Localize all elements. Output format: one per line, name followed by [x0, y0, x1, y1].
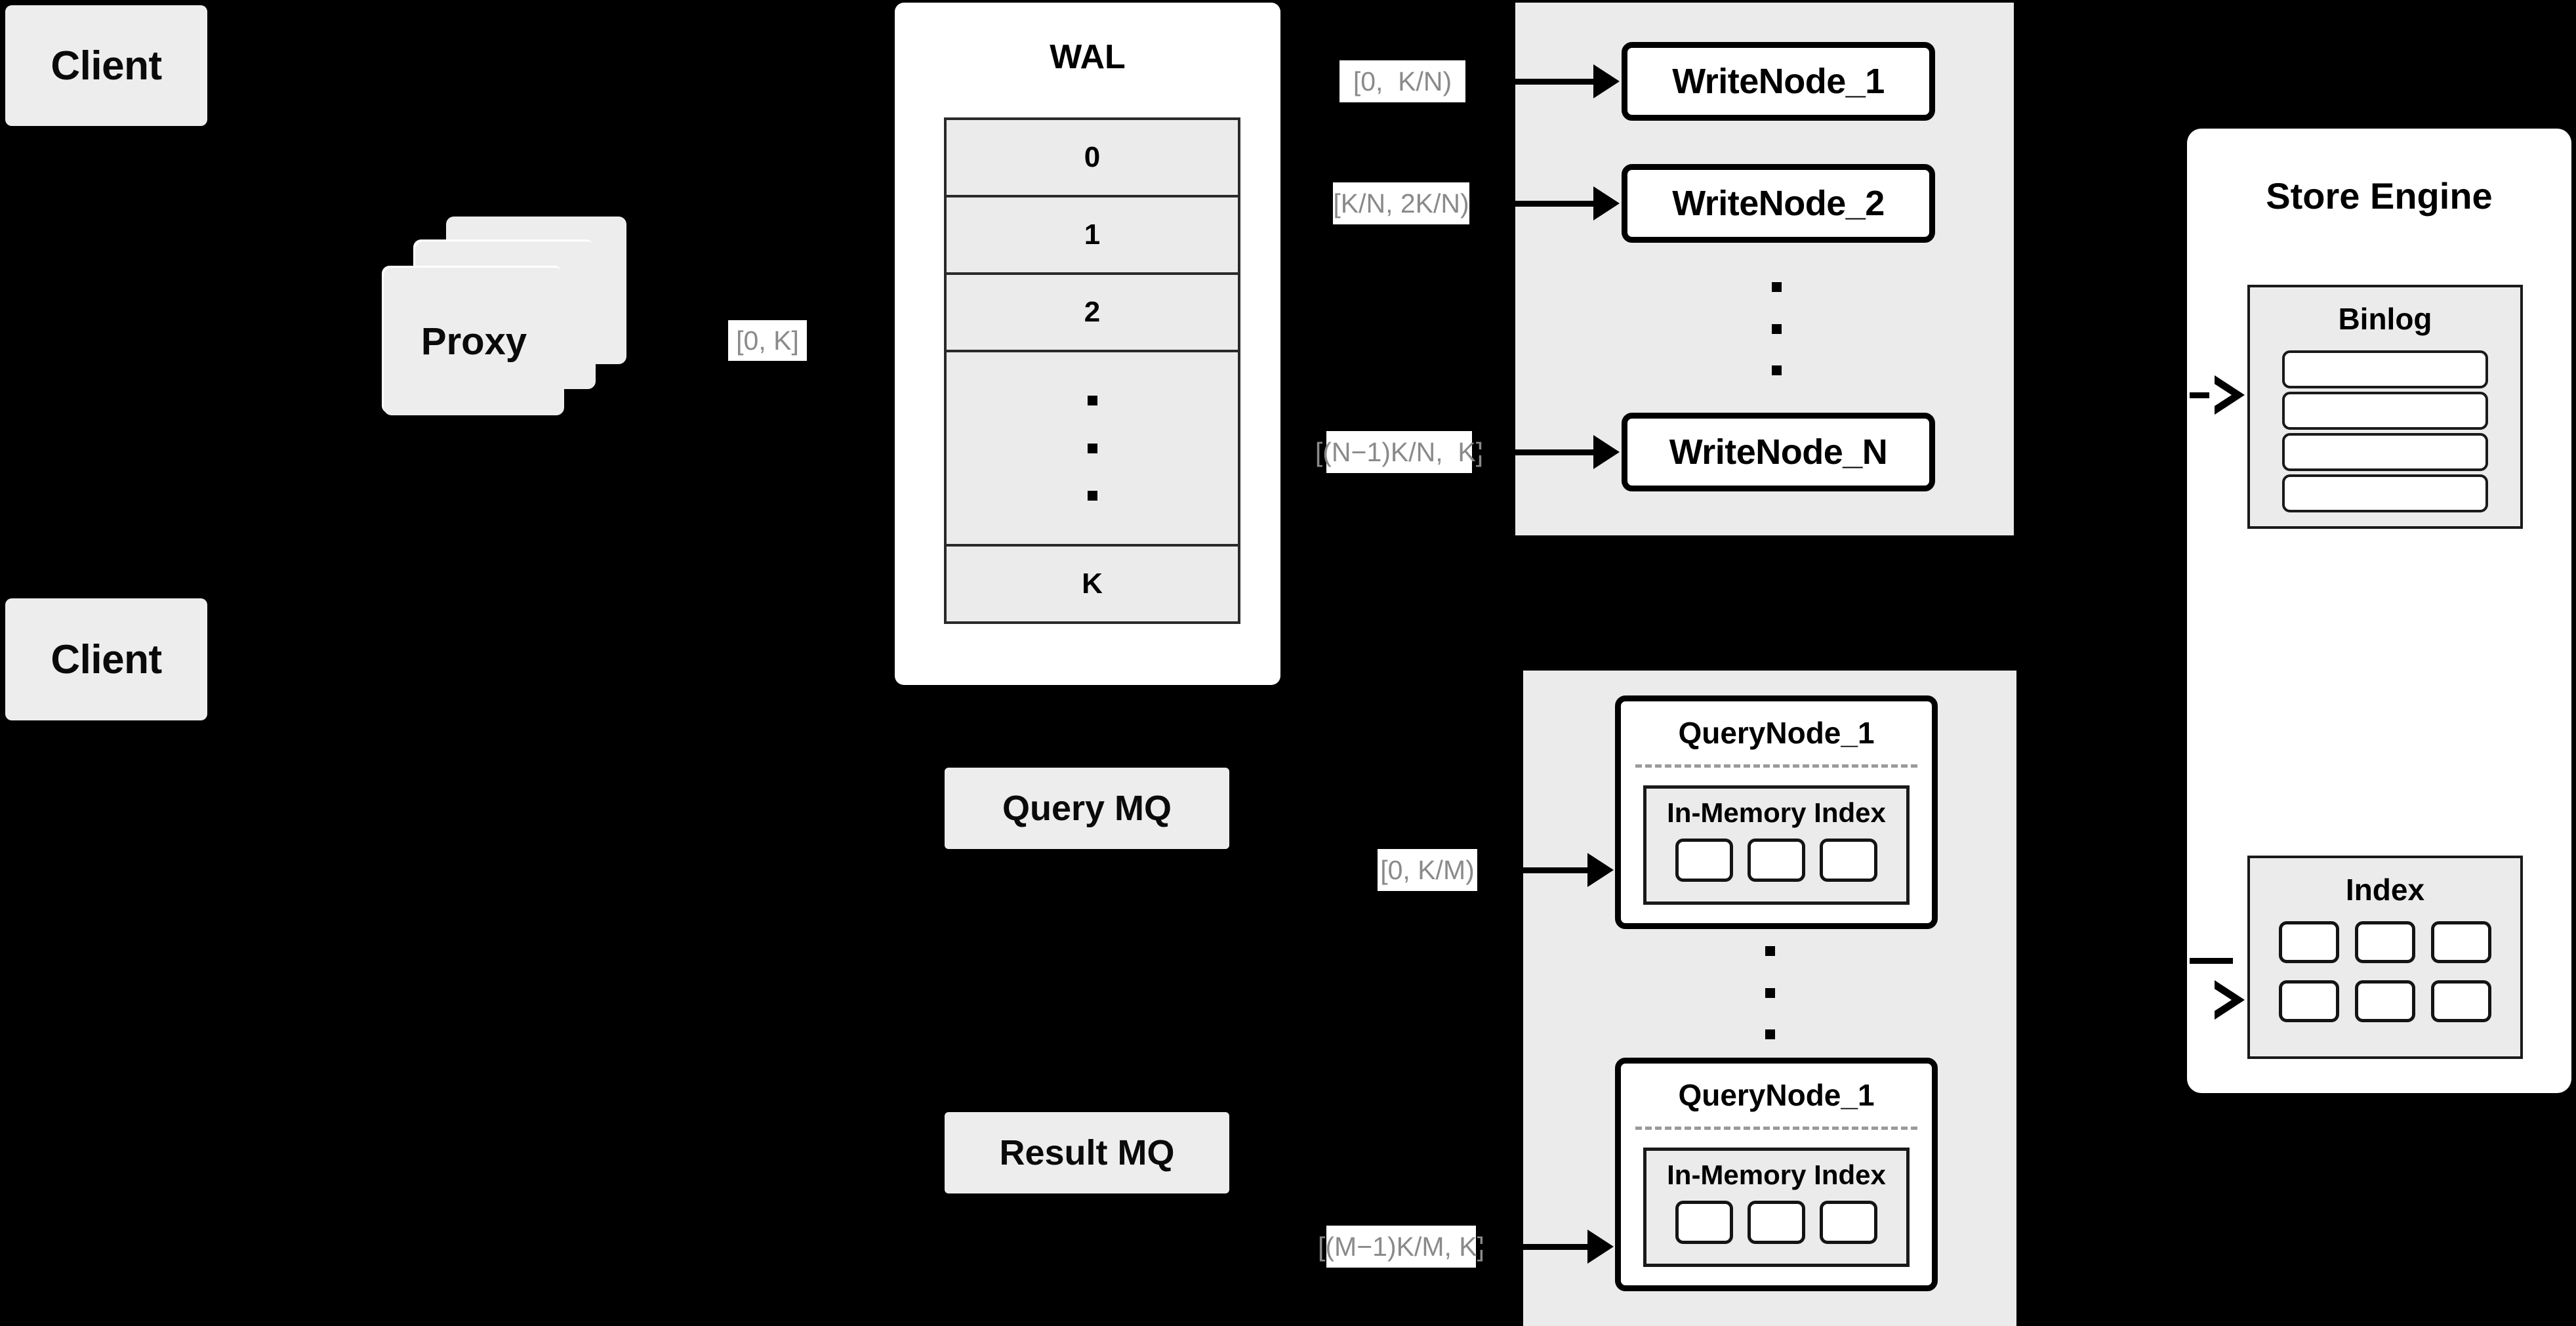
wal-title: WAL [1050, 38, 1126, 76]
binlog-entry[interactable] [2282, 350, 2488, 388]
write-node-n-range-label: [(N−1)K/N, K] [1315, 431, 1483, 473]
proxy-range-label: [0, K] [728, 320, 807, 361]
write-node-n[interactable]: WriteNode_N [1622, 413, 1935, 491]
query-node-1-arrow-line [1479, 867, 1587, 873]
query-mq-box[interactable]: Query MQ [945, 768, 1229, 849]
index-segment[interactable] [1820, 839, 1877, 882]
query-node-m-title: QueryNode_1 [1678, 1078, 1875, 1112]
write-node-n-arrow-line [1473, 449, 1593, 455]
write-node-label: WriteNode_2 [1672, 184, 1885, 223]
write-node-label: WriteNode_1 [1672, 62, 1885, 101]
index-segment[interactable] [1675, 839, 1733, 882]
query-node-1[interactable]: QueryNode_1 In-Memory Index [1615, 695, 1938, 929]
binlog-entry[interactable] [2282, 392, 2488, 430]
query-node-m-divider [1635, 1127, 1917, 1130]
index-segment[interactable] [1675, 1201, 1733, 1244]
query-node-m-index-panel: In-Memory Index [1643, 1148, 1910, 1267]
wal-row[interactable]: 1 [947, 197, 1238, 275]
index-cell[interactable] [2431, 980, 2491, 1022]
write-node-label: WriteNode_N [1669, 432, 1888, 472]
store-engine-title: Store Engine [2266, 175, 2493, 217]
query-node-1-index-panel: In-Memory Index [1643, 785, 1910, 905]
wal-row[interactable]: 0 [947, 120, 1238, 197]
store-index-panel: Index [2247, 856, 2523, 1059]
wal-row-ellipsis [947, 352, 1238, 547]
wal-panel: WAL 0 1 2 K [895, 3, 1280, 685]
result-mq-label: Result MQ [999, 1133, 1175, 1172]
query-node-m-arrow-line [1479, 1244, 1587, 1250]
write-node-1-arrow-head-icon [1593, 64, 1620, 98]
binlog-entry[interactable] [2282, 433, 2488, 471]
index-cell[interactable] [2279, 921, 2339, 963]
query-node-m[interactable]: QueryNode_1 In-Memory Index [1615, 1058, 1938, 1291]
query-node-m-arrow-head-icon [1587, 1230, 1614, 1264]
write-node-n-arrow-head-icon [1593, 435, 1620, 469]
write-node-1-arrow-line [1472, 79, 1593, 85]
index-segment[interactable] [1748, 839, 1805, 882]
query-mq-label: Query MQ [1002, 789, 1172, 828]
proxy-stack-layer-1[interactable]: Proxy [384, 268, 564, 415]
client-label: Client [51, 636, 162, 682]
in-memory-index-title: In-Memory Index [1667, 797, 1886, 828]
result-mq-box[interactable]: Result MQ [945, 1112, 1229, 1193]
index-cell[interactable] [2431, 921, 2491, 963]
wal-row[interactable]: 2 [947, 275, 1238, 352]
index-inbound-arrow-head-icon [2209, 980, 2245, 1020]
write-node-1[interactable]: WriteNode_1 [1622, 42, 1935, 121]
store-engine-panel: Store Engine Binlog Index [2187, 129, 2571, 1093]
in-memory-index-title: In-Memory Index [1667, 1159, 1886, 1190]
binlog-inbound-arrow-head-icon [2209, 375, 2245, 415]
binlog-panel: Binlog [2247, 285, 2523, 529]
client-label: Client [51, 43, 162, 89]
binlog-entry[interactable] [2282, 474, 2488, 512]
write-group-vertical-ellipsis-icon [1771, 282, 1782, 375]
proxy-label: Proxy [420, 320, 527, 363]
query-node-1-range-label: [0, K/M) [1378, 849, 1477, 891]
index-segment[interactable] [1748, 1201, 1805, 1244]
write-node-1-range-label: [0, K/N) [1339, 60, 1465, 102]
write-node-2-range-label: [K/N, 2K/N) [1333, 182, 1469, 224]
client-box-2[interactable]: Client [5, 598, 207, 720]
store-index-row [2279, 921, 2491, 963]
write-node-2-arrow-head-icon [1593, 186, 1620, 220]
index-cell[interactable] [2279, 980, 2339, 1022]
write-node-2-arrow-line [1472, 201, 1593, 207]
index-cell[interactable] [2355, 980, 2415, 1022]
write-node-2[interactable]: WriteNode_2 [1622, 164, 1935, 243]
index-inbound-arrow-line [2190, 958, 2233, 964]
proxy-stack[interactable]: Proxy [380, 217, 682, 433]
query-node-1-divider [1635, 764, 1917, 768]
store-index-row [2279, 980, 2491, 1022]
store-index-title: Index [2345, 873, 2425, 907]
wal-row[interactable]: K [947, 547, 1238, 621]
query-node-1-arrow-head-icon [1587, 853, 1614, 887]
query-node-m-range-label: [(M−1)K/M, K] [1318, 1226, 1484, 1268]
proxy-range-text: [0, K] [736, 325, 799, 356]
query-node-1-title: QueryNode_1 [1678, 716, 1875, 750]
client-box-1[interactable]: Client [5, 5, 207, 126]
binlog-title: Binlog [2338, 302, 2432, 336]
index-cell[interactable] [2355, 921, 2415, 963]
vertical-ellipsis-icon [1087, 396, 1097, 501]
wal-table: 0 1 2 K [944, 117, 1240, 624]
index-segment[interactable] [1820, 1201, 1877, 1244]
query-group-vertical-ellipsis-icon [1765, 946, 1775, 1039]
